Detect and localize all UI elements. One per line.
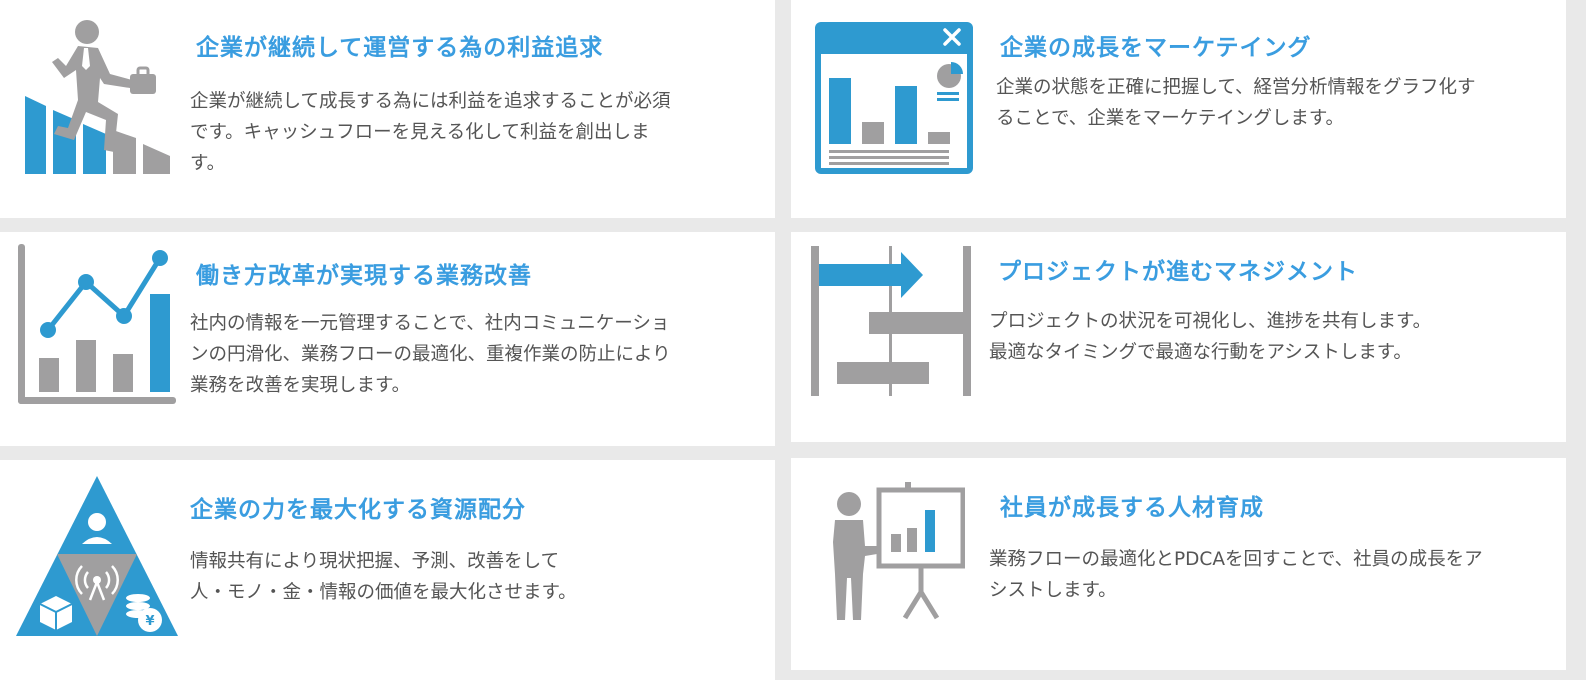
card-description: 社内の情報を一元管理することで、社内コミュニケーショ ンの円滑化、業務フローの最…: [190, 313, 671, 396]
feature-card-marketing: 企業の成長をマーケテイング 企業の状態を正確に把握して、経営分析情報をグラフ化す…: [791, 0, 1566, 218]
card-description: 企業の状態を正確に把握して、経営分析情報をグラフ化す ることで、企業をマーケテイ…: [996, 77, 1476, 129]
card-title: 企業の力を最大化する資源配分: [190, 497, 526, 523]
bar-chart-window-icon: [815, 22, 973, 174]
line-bar-chart-icon: [18, 244, 176, 404]
card-title: 働き方改革が実現する業務改善: [196, 263, 532, 289]
card-description: 企業が継続して成長する為には利益を追求することが必須 です。キャッシュフローを見…: [190, 91, 671, 174]
card-title: プロジェクトが進むマネジメント: [998, 259, 1358, 285]
feature-card-resource-allocation: ¥ 企業の力を最大化する資源配分 情報共有により現状把握、予測、改善をして 人・…: [0, 460, 775, 680]
card-description: 情報共有により現状把握、予測、改善をして 人・モノ・金・情報の価値を最大化させま…: [190, 551, 577, 603]
feature-card-staff-development: 社員が成長する人材育成 業務フローの最適化とPDCAを回すことで、社員の成長をア…: [791, 458, 1566, 670]
gantt-arrow-icon: [811, 246, 971, 396]
resource-triangle-icon: ¥: [16, 476, 178, 636]
running-man-rising-bars-icon: [25, 20, 170, 174]
feature-card-project-management: プロジェクトが進むマネジメント プロジェクトの状況を可視化し、進捗を共有します。…: [791, 232, 1566, 442]
card-description: プロジェクトの状況を可視化し、進捗を共有します。 最適なタイミングで最適な行動を…: [989, 311, 1432, 363]
feature-card-work-improvement: 働き方改革が実現する業務改善 社内の情報を一元管理することで、社内コミュニケーシ…: [0, 232, 775, 446]
svg-text:¥: ¥: [145, 614, 154, 629]
presenter-board-icon: [833, 482, 965, 620]
card-title: 社員が成長する人材育成: [1000, 495, 1264, 521]
card-title: 企業が継続して運営する為の利益追求: [196, 35, 604, 61]
card-title: 企業の成長をマーケテイング: [1000, 35, 1312, 61]
card-description: 業務フローの最適化とPDCAを回すことで、社員の成長をア シストします。: [989, 549, 1483, 601]
feature-card-profit: 企業が継続して運営する為の利益追求 企業が継続して成長する為には利益を追求するこ…: [0, 0, 775, 218]
